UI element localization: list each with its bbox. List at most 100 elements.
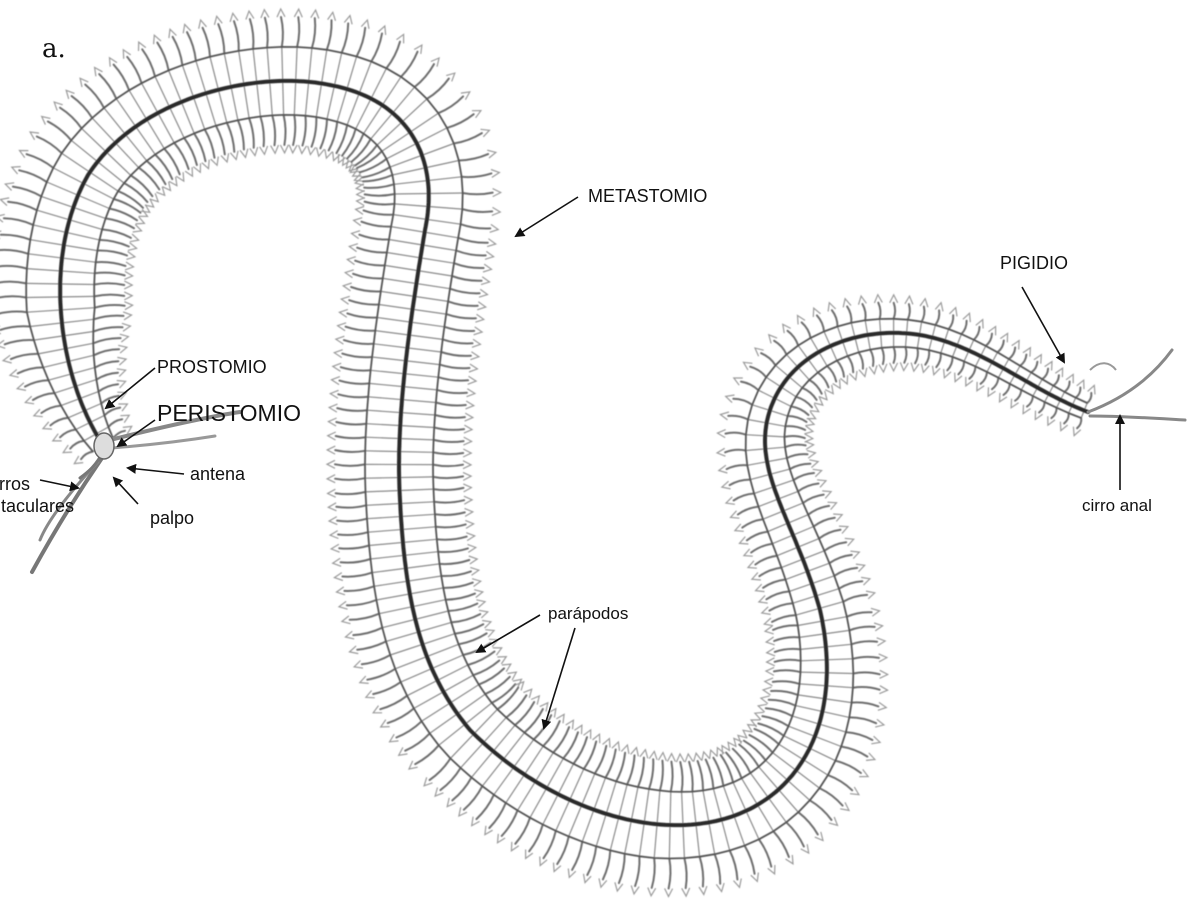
parapodium bbox=[351, 287, 381, 292]
parapodium bbox=[766, 591, 789, 599]
label-pigidio: PIGIDIO bbox=[1000, 254, 1068, 272]
parapodium bbox=[853, 687, 880, 690]
parapodium bbox=[818, 373, 829, 388]
parapodium bbox=[436, 403, 466, 406]
parapodium-setae bbox=[676, 754, 684, 762]
parapodium bbox=[433, 452, 463, 454]
parapodium bbox=[1077, 418, 1081, 428]
parapodium bbox=[434, 428, 464, 430]
label-cirros-tentaculares: cirros tentaculares bbox=[0, 473, 84, 517]
parapodium bbox=[726, 433, 746, 435]
parapodium bbox=[706, 760, 714, 789]
head-appendages bbox=[32, 350, 1185, 572]
parapodium bbox=[727, 465, 748, 469]
parapodium bbox=[462, 209, 492, 212]
parapodium-setae bbox=[825, 385, 833, 394]
parapodium bbox=[894, 303, 896, 319]
parapodium bbox=[1051, 408, 1056, 418]
body-outline-left bbox=[93, 115, 1081, 859]
parapodium bbox=[851, 641, 877, 644]
parapodium bbox=[433, 465, 463, 467]
parapodium-setae bbox=[328, 503, 336, 511]
label-antena: antena bbox=[190, 465, 245, 483]
parapodium bbox=[810, 800, 832, 820]
parapodium bbox=[747, 532, 768, 541]
parapodium bbox=[438, 96, 463, 113]
parapodium bbox=[344, 340, 374, 344]
parapodium bbox=[1, 235, 31, 240]
parapodium bbox=[832, 310, 838, 326]
parapodium bbox=[730, 851, 738, 880]
parapodium bbox=[759, 839, 771, 866]
parapodium-setae bbox=[124, 292, 132, 300]
parapodium bbox=[1020, 355, 1026, 366]
parapodium bbox=[894, 347, 896, 363]
parapodium bbox=[373, 682, 401, 694]
parapodium-setae bbox=[294, 9, 302, 17]
parapodium bbox=[794, 473, 815, 480]
parapodium bbox=[774, 637, 799, 641]
parapodium bbox=[935, 310, 939, 325]
parapodium bbox=[337, 408, 367, 411]
parapodium bbox=[544, 831, 556, 858]
parapodium bbox=[947, 357, 952, 370]
parapodium bbox=[335, 450, 365, 452]
parapodium bbox=[870, 350, 873, 366]
parapodium bbox=[802, 388, 816, 400]
parapodium bbox=[335, 478, 365, 480]
parapodium-setae bbox=[531, 696, 539, 705]
parapodium bbox=[434, 500, 464, 502]
parapodium bbox=[339, 546, 369, 549]
parapodium bbox=[102, 229, 131, 238]
parapodium bbox=[362, 167, 390, 177]
parapodium bbox=[452, 276, 482, 281]
parapodium bbox=[155, 155, 172, 180]
parapodium bbox=[762, 716, 788, 726]
parapodium bbox=[755, 556, 777, 565]
parapodium bbox=[750, 367, 766, 378]
parapodium bbox=[587, 846, 596, 875]
pointer-arrows bbox=[40, 197, 1120, 728]
parapodium-setae bbox=[280, 145, 288, 153]
prostomium-shape bbox=[94, 433, 114, 459]
parapodium bbox=[936, 353, 941, 367]
parapodium bbox=[415, 64, 434, 87]
parapodium bbox=[986, 334, 992, 346]
parapodium bbox=[819, 530, 841, 539]
digestive-tract-line bbox=[60, 81, 1088, 825]
parapodium bbox=[341, 559, 371, 563]
parapodium bbox=[0, 296, 26, 298]
parapodium bbox=[27, 154, 54, 168]
parapodium bbox=[427, 79, 449, 99]
parapodium bbox=[60, 108, 82, 129]
parapodium bbox=[11, 354, 38, 359]
parapodium bbox=[93, 327, 122, 331]
parapodium bbox=[515, 818, 530, 844]
parapodium bbox=[759, 568, 781, 577]
parapodium bbox=[353, 628, 382, 635]
parapodium bbox=[773, 831, 789, 857]
parapodium bbox=[347, 600, 377, 605]
parapodium bbox=[346, 327, 376, 331]
parapodium bbox=[350, 614, 379, 620]
parapodium bbox=[114, 65, 130, 91]
parapodium bbox=[94, 283, 124, 285]
parapodium bbox=[336, 505, 366, 507]
parapodium bbox=[584, 742, 596, 769]
parapodium bbox=[595, 746, 607, 774]
parapodium bbox=[94, 349, 119, 355]
label-cirros-line1: cirros bbox=[0, 474, 30, 494]
parapodium bbox=[572, 842, 582, 870]
parapodium bbox=[455, 624, 484, 633]
parapodium bbox=[652, 858, 655, 888]
parapodium bbox=[109, 209, 137, 221]
parapodium-setae bbox=[328, 489, 336, 497]
parapodium-setae bbox=[357, 190, 365, 198]
parapodium bbox=[443, 583, 473, 588]
parapodium bbox=[50, 418, 68, 426]
parapodium bbox=[738, 507, 759, 515]
parapodium bbox=[293, 115, 295, 145]
parapodium bbox=[835, 761, 861, 773]
parapodium bbox=[627, 755, 634, 784]
